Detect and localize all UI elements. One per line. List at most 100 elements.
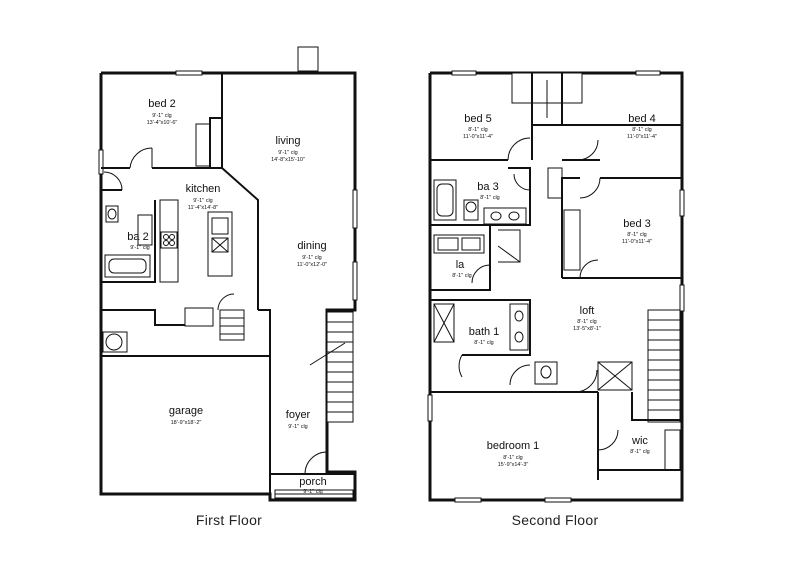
second-floor-caption: Second Floor <box>512 512 599 528</box>
first-floor-caption: First Floor <box>196 512 262 528</box>
window <box>352 189 358 229</box>
wall <box>561 177 580 278</box>
shower-mark <box>433 303 455 343</box>
room-ceiling-bedroom-1: 8'-1" clg <box>503 455 523 461</box>
door-swing <box>579 177 601 199</box>
toilet-bowl <box>107 208 117 220</box>
toilet-room <box>534 361 558 385</box>
dryer <box>461 237 481 251</box>
wall <box>258 309 271 494</box>
bathtub <box>433 179 457 221</box>
room-label-bed-5: bed 5 <box>464 113 492 125</box>
room-label-kitchen: kitchen <box>186 183 221 195</box>
wall <box>631 392 682 421</box>
sink <box>514 331 524 343</box>
roofline-dashed <box>615 470 683 501</box>
bathtub-basin <box>108 258 147 274</box>
room-label-dining: dining <box>297 240 326 252</box>
window <box>175 70 203 76</box>
sink <box>508 211 520 221</box>
room-ceiling-bath-1: 8'-1" clg <box>474 340 494 346</box>
room-size-living: 14'-8"x15'-10" <box>271 157 305 163</box>
room-ceiling-bed-2: 9'-1" clg <box>152 113 172 119</box>
room-label-bed-3: bed 3 <box>623 218 651 230</box>
window <box>98 149 104 175</box>
door-swing <box>577 139 599 161</box>
burner <box>169 234 175 240</box>
wall <box>101 200 156 283</box>
stair-treads <box>309 321 353 413</box>
room-ceiling-porch: 9'-1" clg <box>303 489 323 495</box>
second-floor-plan: bed 5 8'-1" clg 11'-0"x11'-4" bed 4 8'-1… <box>427 70 685 528</box>
room-label-ba-3: ba 3 <box>477 181 498 193</box>
wall <box>210 167 259 310</box>
staircase <box>647 309 681 423</box>
first-floor-plan: bed 2 9'-1" clg 13'-4"x10'-6" living 9'-… <box>98 46 358 528</box>
room-ceiling-loft: 8'-1" clg <box>577 319 597 325</box>
room-size-loft: 13'-5"x8'-1" <box>573 326 601 332</box>
room-label-bed-2: bed 2 <box>148 98 176 110</box>
stair-down-arrow <box>497 245 521 263</box>
wall <box>430 299 531 356</box>
closet <box>563 209 581 271</box>
room-size-kitchen: 11'-4"x14'-8" <box>188 205 218 211</box>
room-ceiling-bed-5: 8'-1" clg <box>468 127 488 133</box>
door-swing <box>217 293 235 311</box>
room-size-dining: 11'-0"x12'-0" <box>297 262 327 268</box>
vanity <box>137 214 153 246</box>
room-size-bedroom-1: 15'-9"x14'-3" <box>498 462 529 468</box>
room-label-bath-1: bath 1 <box>469 326 500 338</box>
room-label-bed-4: bed 4 <box>628 113 656 125</box>
window <box>544 497 572 503</box>
room-size-bed-2: 13'-4"x10'-6" <box>147 120 178 126</box>
room-label-wic: wic <box>631 435 648 447</box>
dishwasher-mark <box>211 237 229 253</box>
door-swing <box>597 429 619 451</box>
room-ceiling-la: 8'-1" clg <box>452 273 472 279</box>
washer-dryer <box>433 234 485 254</box>
bathtub-basin <box>436 183 454 217</box>
wall <box>101 309 185 326</box>
room-size-bed-4: 11'-0"x11'-4" <box>627 134 657 140</box>
water-heater <box>105 333 123 351</box>
room-label-la: la <box>456 259 465 271</box>
window <box>427 394 433 422</box>
burner <box>163 240 169 246</box>
room-label-ba-2: ba 2 <box>127 231 148 243</box>
room-label-porch: porch <box>299 476 327 488</box>
toilet-bowl <box>540 365 552 379</box>
vanity <box>509 303 529 351</box>
pantry-shelf <box>184 307 214 327</box>
door-swing <box>574 369 598 393</box>
sink <box>490 211 502 221</box>
first-floor-exterior-wall <box>99 71 357 502</box>
bathtub <box>104 254 151 278</box>
door-swing <box>458 354 463 378</box>
wall <box>430 225 491 291</box>
hvac-mark <box>597 361 633 391</box>
sink <box>514 310 524 322</box>
main-staircase <box>326 311 354 423</box>
room-ceiling-kitchen: 9'-1" clg <box>193 198 213 204</box>
room-ceiling-bed-4: 8'-1" clg <box>632 127 652 133</box>
room-label-bedroom-1: bedroom 1 <box>487 440 540 452</box>
kitchen-counter <box>159 199 179 283</box>
window <box>679 189 685 217</box>
room-ceiling-foyer: 9'-1" clg <box>288 424 308 430</box>
door-swing <box>507 137 531 161</box>
utility-closet <box>102 331 128 353</box>
room-size-garage: 18'-9"x18'-2" <box>171 420 202 426</box>
burner <box>163 234 169 240</box>
room-ceiling-ba-2: 9'-1" clg <box>130 245 150 251</box>
room-label-foyer: foyer <box>286 409 311 421</box>
room-label-living: living <box>275 135 300 147</box>
door-swing <box>513 173 531 191</box>
room-size-bed-3: 11'-0"x11'-4" <box>622 239 652 245</box>
chimney <box>297 46 319 72</box>
toilet-bowl <box>465 201 477 213</box>
double-vanity <box>483 207 527 225</box>
door-swing <box>103 171 123 191</box>
room-size-bed-5: 11'-0"x11'-4" <box>463 134 493 140</box>
dishwasher <box>211 237 229 253</box>
